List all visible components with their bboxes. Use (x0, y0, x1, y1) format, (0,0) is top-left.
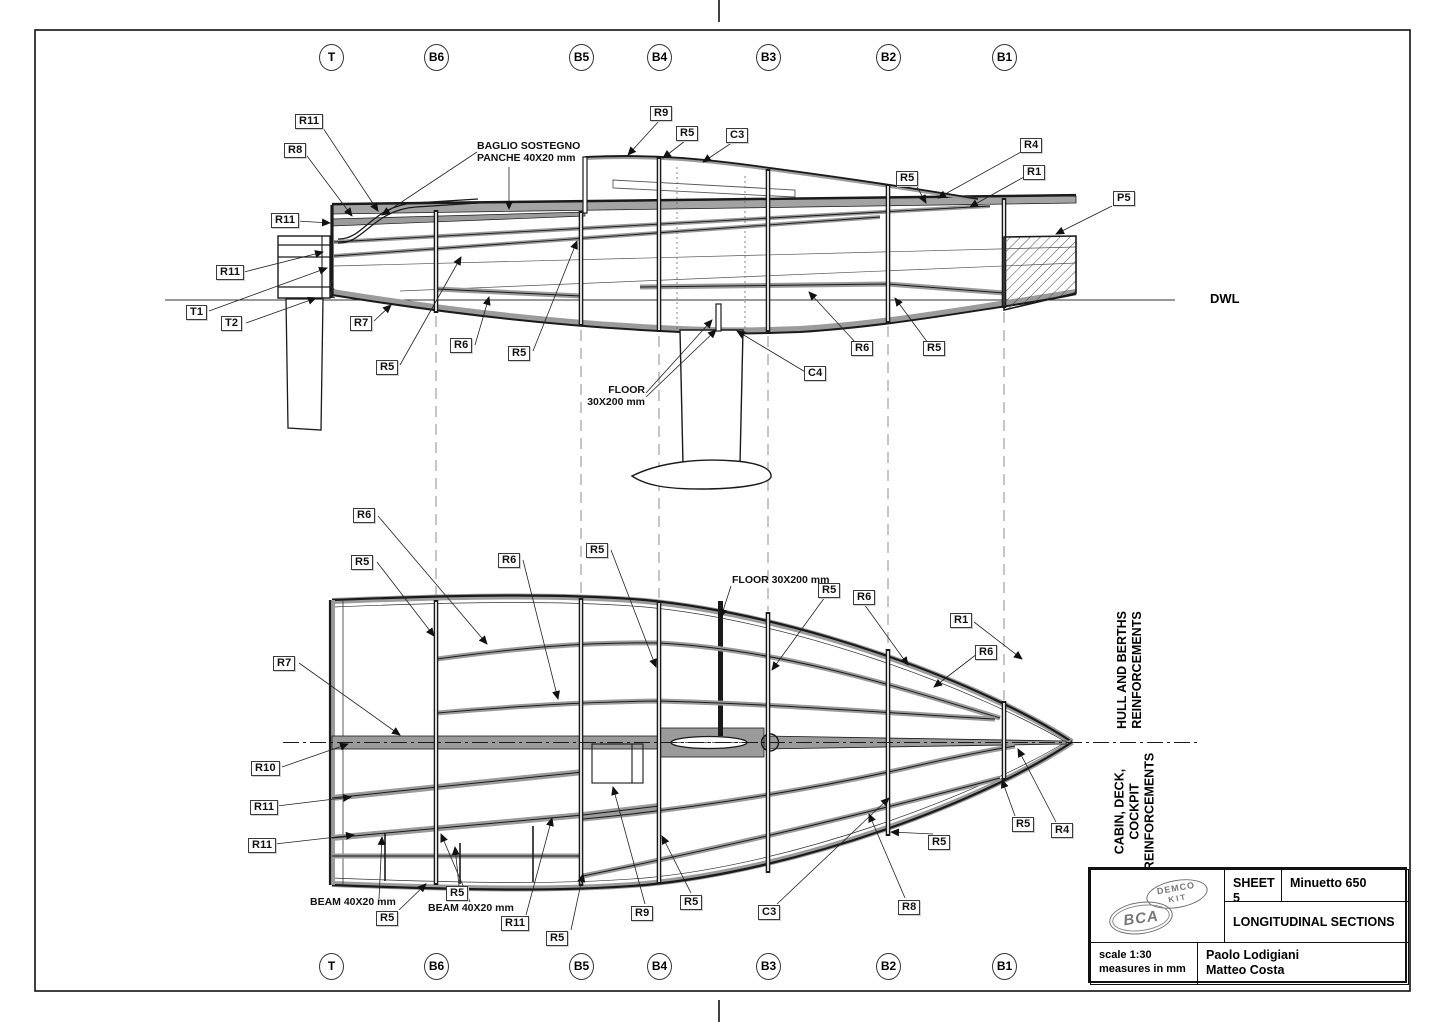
station-top-b1: B1 (992, 44, 1017, 71)
callout-r1-deck: R1 (1023, 165, 1046, 180)
station-bottom-b6: B6 (424, 953, 449, 980)
callout-plan-r6-a: R6 (353, 508, 376, 523)
author-1: Paolo Lodigiani (1206, 948, 1300, 962)
callout-plan-r5-a: R5 (351, 555, 374, 570)
callout-t1: T1 (186, 305, 208, 320)
note-dwl: DWL (1210, 291, 1240, 306)
title-block: DEMCO KIT BCA SHEET 5 Minuetto 650 LONGI… (1088, 867, 1409, 985)
callout-plan-r5-bow: R5 (1012, 817, 1035, 832)
callout-c3-roof: C3 (726, 128, 749, 143)
station-top-b6: B6 (424, 44, 449, 71)
callout-r6-stringer-a: R6 (450, 338, 473, 353)
callout-plan-r7: R7 (273, 656, 296, 671)
callout-plan-r9: R9 (631, 906, 654, 921)
model-name-cell: Minuetto 650 (1281, 869, 1409, 902)
station-bottom-b1: B1 (992, 953, 1017, 980)
scale-text: scale 1:30 (1099, 949, 1152, 961)
callout-r11-deck: R11 (295, 114, 324, 129)
callout-r4-deck: R4 (1020, 138, 1043, 153)
callout-p5-bow: P5 (1113, 191, 1135, 206)
note-floor-plan: FLOOR 30X200 mm (732, 574, 830, 586)
note-floor-side: FLOOR 30X200 mm (587, 384, 645, 408)
callout-plan-r5-e: R5 (446, 886, 469, 901)
callout-plan-r11-a: R11 (250, 800, 279, 815)
callout-r11-transom-b: R11 (216, 265, 245, 280)
callout-plan-r5-b5: R5 (546, 931, 569, 946)
note-beam-b: BEAM 40X20 mm (428, 902, 514, 914)
drawing-title-cell: LONGITUDINAL SECTIONS (1224, 901, 1409, 943)
scale-cell: scale 1:30 measures in mm (1090, 942, 1198, 985)
callout-plan-r11-c: R11 (501, 916, 530, 931)
note-beam-a: BEAM 40X20 mm (310, 896, 396, 908)
callout-plan-r11-b: R11 (248, 838, 277, 853)
callout-plan-r5-b: R5 (586, 543, 609, 558)
note-baglio-sostegno: BAGLIO SOSTEGNO PANCHE 40X20 mm (477, 140, 581, 164)
callout-r5-b2: R5 (923, 341, 946, 356)
callout-r5-b5: R5 (508, 346, 531, 361)
callout-plan-r5-b4: R5 (680, 895, 703, 910)
callout-c4-keel: C4 (804, 366, 827, 381)
callout-plan-r6-d: R6 (975, 645, 998, 660)
callout-plan-r5-b2: R5 (928, 835, 951, 850)
callout-t2: T2 (221, 316, 243, 331)
station-top-b4: B4 (647, 44, 672, 71)
callout-r11-transom-a: R11 (271, 213, 300, 228)
station-top-b3: B3 (756, 44, 781, 71)
station-bottom-b5: B5 (569, 953, 594, 980)
sheet-number-cell: SHEET 5 (1224, 869, 1282, 905)
station-bottom-b3: B3 (756, 953, 781, 980)
station-top-b5: B5 (569, 44, 594, 71)
callout-r5-roof: R5 (676, 126, 699, 141)
callout-r6-stringer-b: R6 (851, 341, 874, 356)
callout-plan-r6-c: R6 (853, 590, 876, 605)
callout-plan-r4: R4 (1051, 823, 1074, 838)
callout-r8: R8 (284, 143, 307, 158)
station-bottom-b4: B4 (647, 953, 672, 980)
callout-r9-roof: R9 (650, 106, 673, 121)
station-bottom-b2: B2 (876, 953, 901, 980)
callout-plan-r8: R8 (898, 900, 921, 915)
station-top-b2: B2 (876, 44, 901, 71)
callout-r5-deck: R5 (896, 171, 919, 186)
callout-plan-r6-b: R6 (498, 553, 521, 568)
bca-logo-ellipse: BCA (1107, 897, 1175, 939)
station-bottom-t: T (319, 953, 344, 980)
callout-plan-r5-c: R5 (818, 583, 841, 598)
logo-cell: DEMCO KIT BCA (1090, 869, 1225, 943)
callout-plan-c3: C3 (758, 905, 781, 920)
callout-r7-side: R7 (350, 316, 373, 331)
author-2: Matteo Costa (1206, 963, 1285, 977)
authors-cell: Paolo Lodigiani Matteo Costa (1197, 942, 1409, 985)
callout-plan-r1: R1 (950, 613, 973, 628)
station-top-t: T (319, 44, 344, 71)
units-text: measures in mm (1099, 963, 1186, 975)
callout-plan-r5-d: R5 (376, 911, 399, 926)
callout-r5-b6: R5 (376, 360, 399, 375)
callout-plan-r10: R10 (251, 761, 280, 776)
